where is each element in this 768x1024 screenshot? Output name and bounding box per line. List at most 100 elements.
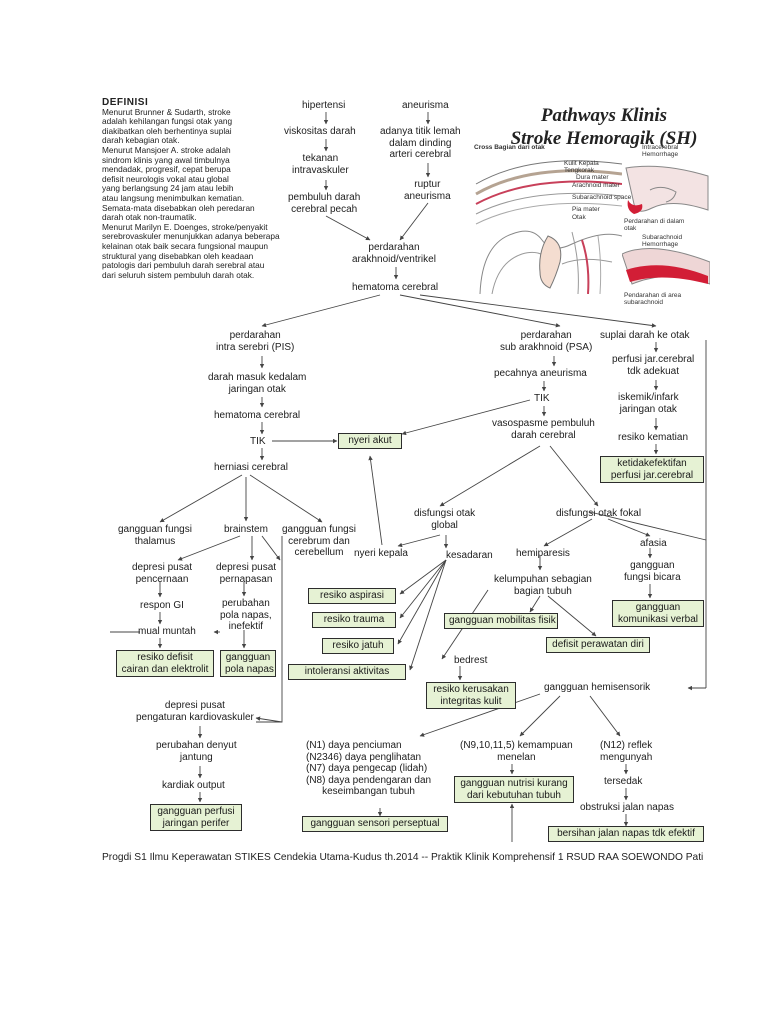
definition-heading: DEFINISI xyxy=(102,97,149,108)
definition-line: serebrovaskuler menunjukkan adanya beber… xyxy=(102,231,280,242)
definition-line: kelainan otak baik secara fungsional mau… xyxy=(102,240,269,251)
layer-label-tengkorak: Tengkorak xyxy=(564,167,594,174)
diagnosis-mobilitas-fisik: gangguan mobilitas fisik xyxy=(444,613,558,629)
definition-line: darah kebagian otak. xyxy=(102,135,180,146)
definition-line: patologis dari pembuluh darah serebral a… xyxy=(102,260,265,271)
layer-label-subarachnoid: Subarachnoid space xyxy=(572,194,632,201)
node-tersedak: tersedak xyxy=(604,776,643,787)
diagnosis-resiko-jatuh: resiko jatuh xyxy=(322,638,394,654)
node-kesadaran: kesadaran xyxy=(446,550,493,561)
node-resiko-kematian: resiko kematian xyxy=(618,432,689,443)
node-hipertensi: hipertensi xyxy=(302,100,346,111)
layer-label-pia: Pia mater xyxy=(572,206,600,213)
layer-label-otak: Otak xyxy=(572,214,586,221)
node-kardiak-output: kardiak output xyxy=(162,780,225,791)
node-brainstem: brainstem xyxy=(224,524,268,535)
node-viskositas-darah: viskositas darah xyxy=(284,126,356,137)
definition-line: struktural yang disebabkan oleh keadaan xyxy=(102,250,254,261)
diagnosis-bersihan-jalan-napas: bersihan jalan napas tdk efektif xyxy=(548,826,704,842)
definition-line: diakibatkan oleh berhentinya suplai xyxy=(102,125,232,136)
ear-drawing xyxy=(528,232,568,292)
diagnosis-intoleransi-aktivitas: intoleransi aktivitas xyxy=(288,664,406,680)
node-tik-left: TIK xyxy=(250,436,266,447)
node-saraf-n1-n8: (N1) daya penciuman(N2346) daya pengliha… xyxy=(306,740,432,797)
layer-label-kulit: Kulit Kepala xyxy=(564,160,599,167)
node-disfungsi-fokal: disfungsi otak fokal xyxy=(556,508,642,519)
node-hematoma-cerebral-mid: hematoma cerebral xyxy=(214,410,301,421)
node-bedrest: bedrest xyxy=(454,655,488,666)
node-nyeri-kepala: nyeri kepala xyxy=(354,548,408,559)
definition-line: atau langsung menimbulkan kematian. xyxy=(102,192,245,203)
node-pecahnya-aneurisma: pecahnya aneurisma xyxy=(494,368,587,379)
diagnosis-resiko-trauma: resiko trauma xyxy=(312,612,396,628)
node-obstruksi-jalan-napas: obstruksi jalan napas xyxy=(580,802,674,813)
layer-label-dura: Dura mater xyxy=(576,174,609,181)
node-hematoma-cerebral-top: hematoma cerebral xyxy=(352,282,439,293)
illustration-caption-cross: Cross Bagian dari otak xyxy=(474,144,545,151)
definition-line: dari seluruh sistem pembuluh darah otak. xyxy=(102,269,255,280)
brain-layers-drawing xyxy=(475,160,623,295)
definition-line: Menurut Marilyn E. Doenges, stroke/penya… xyxy=(102,221,268,232)
diagnosis-perawatan-diri: defisit perawatan diri xyxy=(546,637,650,653)
definition-line: mendadak, progresif, cepat berupa xyxy=(102,164,231,175)
definition-block: DEFINISI Menurut Brunner & Sudarth, stro… xyxy=(102,98,282,280)
node-aneurisma: aneurisma xyxy=(402,100,449,111)
definition-line: defisit neurologis vokal atau global xyxy=(102,173,229,184)
definition-line: sindrom klinis yang awal timbulnya xyxy=(102,154,230,165)
layer-label-arachnoid: Arachnoid mater xyxy=(572,182,620,189)
diagnosis-resiko-aspirasi: resiko aspirasi xyxy=(308,588,396,604)
brain-cross-section-illustration: Cross Bagian dari otak Kulit Kepala Teng… xyxy=(472,144,631,295)
node-gangguan-hemisensorik: gangguan hemisensorik xyxy=(544,682,651,693)
node-suplai-darah: suplai darah ke otak xyxy=(600,330,690,341)
node-hemiparesis: hemiparesis xyxy=(516,548,570,559)
definition-line: Menurut Brunner & Sudarth, stroke xyxy=(102,106,231,117)
node-tik-right: TIK xyxy=(534,393,550,404)
definition-line: adalah kehilangan fungsi otak yang xyxy=(102,116,233,127)
node-herniasi-cerebral: herniasi cerebral xyxy=(214,462,288,473)
definition-line: yang berlangsung 24 jam atau lebih xyxy=(102,183,234,194)
diagram-title: Pathways Klinis Stroke Hemoragik (SH) xyxy=(510,105,698,149)
definition-line: Semata-mata disebabkan oleh peredaran xyxy=(102,202,255,213)
definition-line: Menurut Mansjoer A. stroke adalah xyxy=(102,144,231,155)
diagnosis-nyeri-akut: nyeri akut xyxy=(338,433,402,449)
node-respon-gi: respon GI xyxy=(140,600,184,611)
node-afasia: afasia xyxy=(640,538,667,549)
diagnosis-sensori-perseptual: gangguan sensori perseptual xyxy=(302,816,448,832)
footer-credit: Progdi S1 Ilmu Keperawatan STIKES Cendek… xyxy=(102,852,704,863)
